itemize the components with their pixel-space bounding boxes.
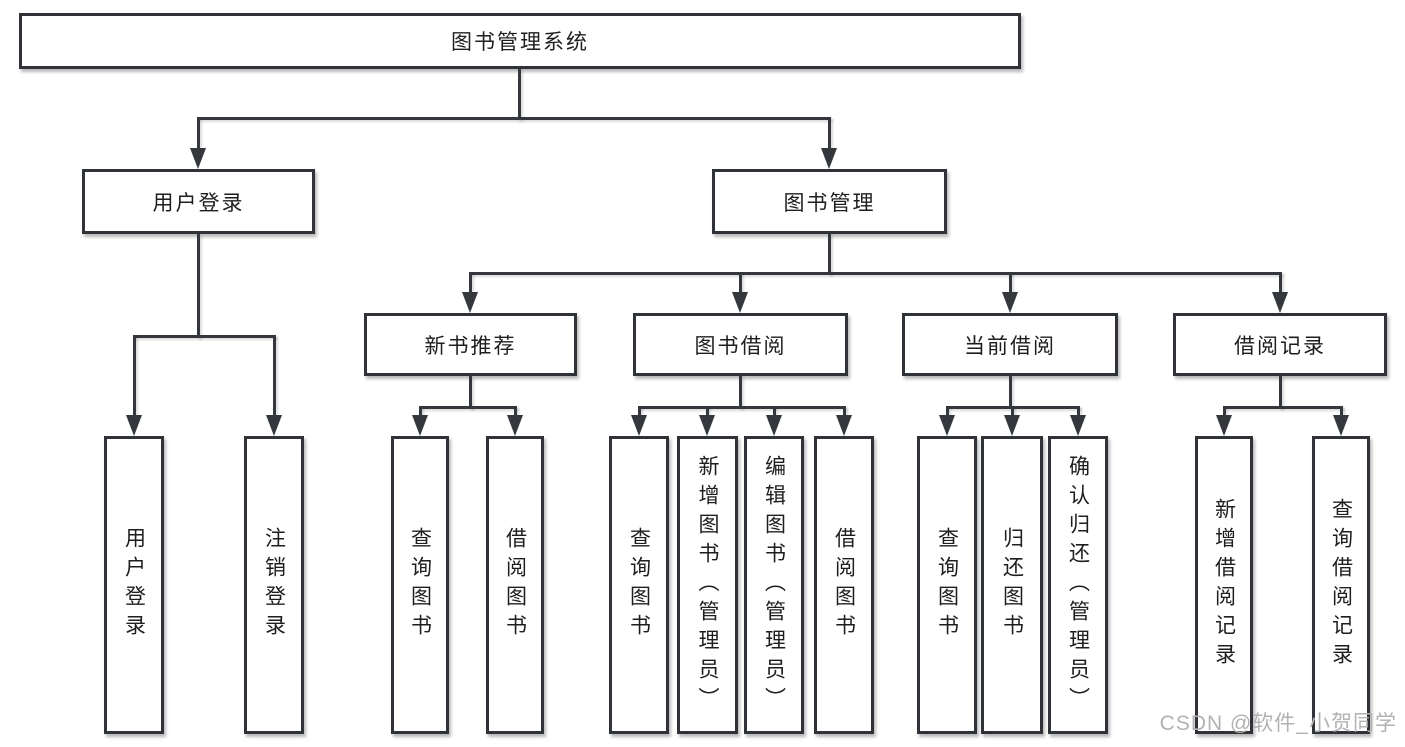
connector-branch-line (1010, 406, 1014, 416)
node-book-management: 图书管理 (712, 169, 947, 234)
arrow-down-icon (1271, 292, 1288, 313)
connector-junction-line (1222, 406, 1343, 409)
connector-stem (1008, 376, 1012, 409)
arrow-down-icon (821, 148, 837, 169)
leaf-query-books-b: 查询图书 (609, 436, 669, 734)
arrow-down-icon (765, 415, 782, 436)
arrow-down-icon (732, 292, 748, 313)
arrow-down-icon (1215, 415, 1232, 436)
arrow-down-icon (411, 415, 428, 436)
leaf-logout: 注销登录 (244, 436, 304, 734)
connector-stem (517, 69, 521, 120)
node-label: 新增图书（管理员） (696, 454, 719, 716)
connector-branch-line (637, 406, 641, 416)
connector-junction-line (637, 406, 846, 409)
connector-branch-line (1339, 406, 1343, 416)
arrow-down-icon (630, 415, 647, 436)
node-label: 用户登录 (122, 527, 146, 643)
arrow-down-icon (1332, 415, 1349, 436)
node-label: 归还图书 (1000, 527, 1024, 643)
connector-junction-line (132, 335, 276, 338)
node-current-borrowing: 当前借阅 (902, 313, 1118, 376)
node-user-login: 用户登录 (82, 169, 315, 234)
connector-stem (469, 376, 472, 409)
node-label: 确认归还（管理员） (1066, 454, 1090, 716)
node-label: 查询借阅记录 (1329, 498, 1353, 672)
arrow-down-icon (190, 148, 206, 169)
connector-branch-line (706, 406, 709, 416)
connector-branch-line (132, 335, 136, 416)
connector-branch-line (739, 272, 742, 293)
connector-branch-line (842, 406, 846, 416)
connector-branch-line (1278, 272, 1282, 293)
node-root: 图书管理系统 (19, 13, 1021, 69)
connector-stem (1278, 376, 1282, 409)
arrow-down-icon (1001, 292, 1018, 313)
connector-branch-line (197, 117, 200, 149)
node-label: 借阅图书 (832, 527, 856, 643)
node-label: 新增借阅记录 (1212, 498, 1236, 672)
node-label: 查询图书 (935, 527, 959, 643)
connector-branch-line (418, 406, 422, 416)
arrow-down-icon (938, 415, 955, 436)
node-label: 查询图书 (408, 527, 432, 643)
connector-branch-line (1076, 406, 1080, 416)
leaf-query-books-c: 查询图书 (917, 436, 977, 734)
connector-branch-line (945, 406, 949, 416)
arrow-down-icon (1069, 415, 1086, 436)
connector-branch-line (1008, 272, 1012, 293)
connector-branch-line (469, 272, 472, 293)
connector-junction-line (469, 272, 1282, 275)
connector-junction-line (418, 406, 517, 409)
leaf-add-books-admin: 新增图书（管理员） (677, 436, 738, 734)
leaf-edit-books-admin: 编辑图书（管理员） (744, 436, 804, 734)
connector-branch-line (828, 117, 831, 149)
arrow-down-icon (835, 415, 852, 436)
leaf-query-books-a: 查询图书 (391, 436, 449, 734)
node-borrowing-records: 借阅记录 (1173, 313, 1387, 376)
arrow-down-icon (506, 415, 523, 436)
connector-stem (197, 234, 200, 338)
arrow-down-icon (125, 415, 142, 436)
node-label: 查询图书 (627, 527, 651, 643)
connector-stem (828, 234, 831, 275)
connector-branch-line (772, 406, 776, 416)
node-new-book-recommend: 新书推荐 (364, 313, 577, 376)
node-label: 注销登录 (262, 527, 286, 643)
node-label: 借阅图书 (503, 527, 527, 643)
arrow-down-icon (265, 415, 282, 436)
csdn-watermark: CSDN @软件_小贺同学 (1159, 712, 1397, 735)
node-book-borrowing: 图书借阅 (633, 313, 848, 376)
leaf-borrow-books-b: 借阅图书 (814, 436, 874, 734)
connector-stem (739, 376, 742, 409)
leaf-user-login: 用户登录 (104, 436, 164, 734)
leaf-confirm-return-admin: 确认归还（管理员） (1048, 436, 1108, 734)
connector-junction-line (197, 117, 831, 120)
leaf-query-borrow-record: 查询借阅记录 (1312, 436, 1370, 734)
leaf-borrow-books-a: 借阅图书 (486, 436, 544, 734)
connector-branch-line (272, 335, 276, 416)
arrow-down-icon (1003, 415, 1020, 436)
leaf-return-books: 归还图书 (981, 436, 1043, 734)
node-label: 编辑图书（管理员） (762, 454, 786, 716)
connector-branch-line (1222, 406, 1226, 416)
leaf-add-borrow-record: 新增借阅记录 (1195, 436, 1253, 734)
arrow-down-icon (462, 292, 478, 313)
connector-branch-line (513, 406, 517, 416)
arrow-down-icon (699, 415, 715, 436)
